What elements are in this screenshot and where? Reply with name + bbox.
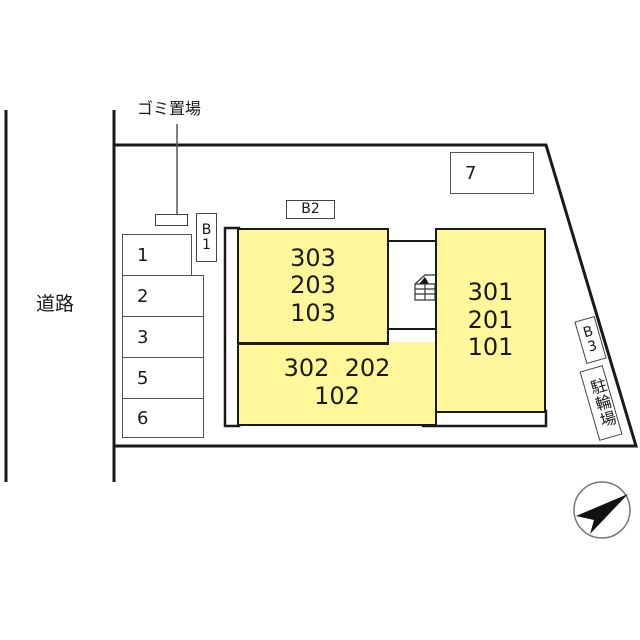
unit-number: 203 [290, 271, 336, 300]
parking-slot-2: 2 [122, 275, 204, 317]
road-label: 道路 [36, 293, 75, 315]
parking-slot-label: 2 [137, 285, 149, 307]
parking-slot-1: 1 [122, 234, 192, 276]
bike-area-letter: B [201, 221, 212, 238]
parking-slot-5: 5 [122, 357, 204, 399]
unit-block-301-201-101: 301 201 101 [435, 228, 546, 413]
parking-slot-7: 7 [450, 152, 534, 194]
unit-number: 103 [290, 298, 336, 327]
bike-area-b2: B2 [286, 200, 335, 219]
garbage-area-label: ゴミ置場 [137, 99, 202, 118]
unit-number: 102 [314, 382, 360, 410]
parking-slot-label: 6 [137, 407, 149, 429]
parking-slot-6: 6 [122, 398, 204, 438]
garbage-area-box [155, 214, 188, 226]
bike-area-number: 1 [202, 236, 211, 253]
unit-block-303-203-103: 303 203 103 [237, 228, 389, 344]
bike-area-number: 3 [585, 337, 599, 356]
unit-number: 303 [290, 243, 336, 272]
unit-divider [237, 342, 389, 345]
parking-slot-label: 3 [137, 326, 149, 348]
parking-slot-label: 5 [137, 367, 149, 389]
parking-slot-3: 3 [122, 316, 204, 358]
unit-number: 301 [467, 278, 514, 307]
parking-slot-label: 7 [465, 162, 477, 184]
stairs-icon [414, 274, 436, 301]
parking-slot-label: 1 [137, 244, 149, 266]
unit-number: 101 [467, 333, 514, 362]
north-arrow-icon [573, 481, 631, 539]
unit-number: 302 202 [283, 354, 391, 383]
unit-block-302-202-102: 302 202 102 [237, 342, 437, 426]
bike-area-b1: B 1 [196, 213, 217, 262]
unit-number: 201 [467, 305, 514, 334]
bike-area-letter: B2 [301, 201, 320, 218]
